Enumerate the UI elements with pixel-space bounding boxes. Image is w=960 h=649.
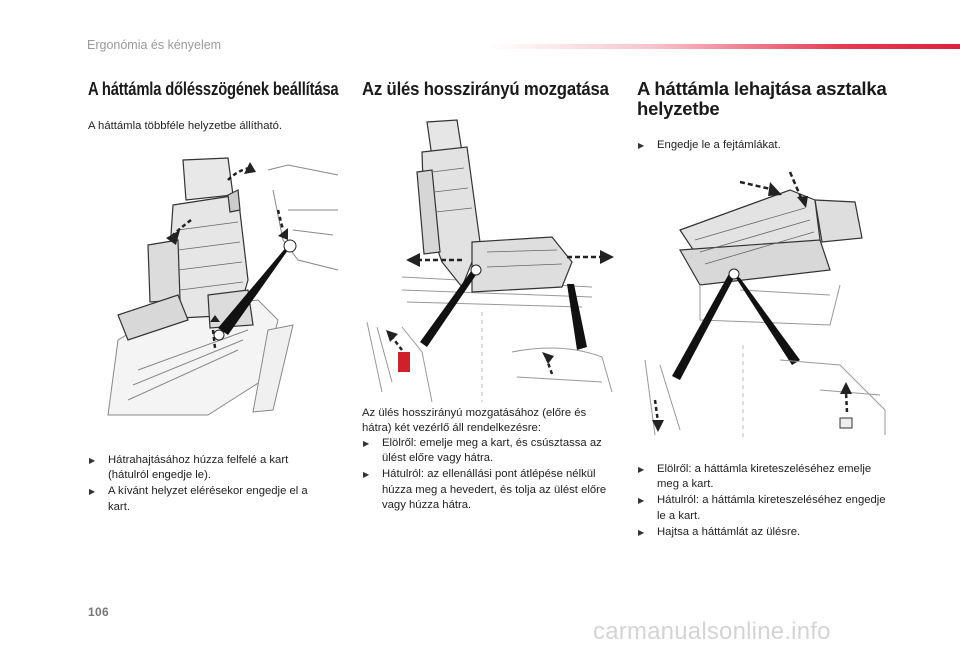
figure-backrest-angle — [107, 157, 339, 416]
column-backrest-angle: A háttámla dőlésszögének beállítása A há… — [88, 79, 339, 134]
intro-table-position: Engedje le a fejtámlákat. — [637, 138, 897, 153]
list-item: Hajtsa a háttámlát az ülésre. — [637, 525, 895, 540]
list-item: Engedje le a fejtámlákat. — [637, 138, 897, 153]
bullets-longitudinal-adjust: Elölről: emelje meg a kart, és csúsztass… — [362, 436, 612, 513]
figure-table-position — [644, 171, 886, 440]
text-longitudinal-adjust: Az ülés hosszirányú mozgatásához (előre … — [362, 406, 612, 514]
intro-longitudinal-adjust: Az ülés hosszirányú mozgatásához (előre … — [362, 407, 587, 434]
intro-backrest-angle: A háttámla többféle helyzetbe állítható. — [88, 120, 283, 132]
figure-longitudinal-adjust — [366, 119, 614, 402]
column-longitudinal-adjust: Az ülés hosszirányú mozgatása — [362, 79, 620, 99]
header-accent-bar — [490, 44, 960, 49]
page-number: 106 — [88, 605, 109, 619]
list-item: Elölről: a háttámla kireteszeléséhez eme… — [637, 462, 895, 492]
list-item: Elölről: emelje meg a kart, és csúsztass… — [362, 436, 612, 466]
list-item: Hátulról: a háttámla kireteszeléséhez en… — [637, 493, 895, 523]
bullets-backrest-angle: Hátrahajtásához húzza felfelé a kart (há… — [88, 453, 328, 516]
section-title: Ergonómia és kényelem — [87, 38, 222, 52]
heading-backrest-angle: A háttámla dőlésszögének beállítása — [88, 79, 339, 99]
bullets-table-position: Elölről: a háttámla kireteszeléséhez eme… — [637, 462, 895, 541]
list-item: Hátulról: az ellenállási pont átlépése n… — [362, 467, 612, 513]
heading-table-position: A háttámla lehajtása asztalka helyzetbe — [637, 78, 887, 119]
column-table-position: A háttámla lehajtása asztalka helyzetbe … — [637, 79, 897, 154]
heading-longitudinal-adjust: Az ülés hosszirányú mozgatása — [362, 79, 609, 99]
list-item: Hátrahajtásához húzza felfelé a kart (há… — [88, 453, 328, 483]
list-item: A kívánt helyzet elérésekor engedje el a… — [88, 484, 328, 514]
watermark: carmanualsonline.info — [593, 618, 831, 645]
